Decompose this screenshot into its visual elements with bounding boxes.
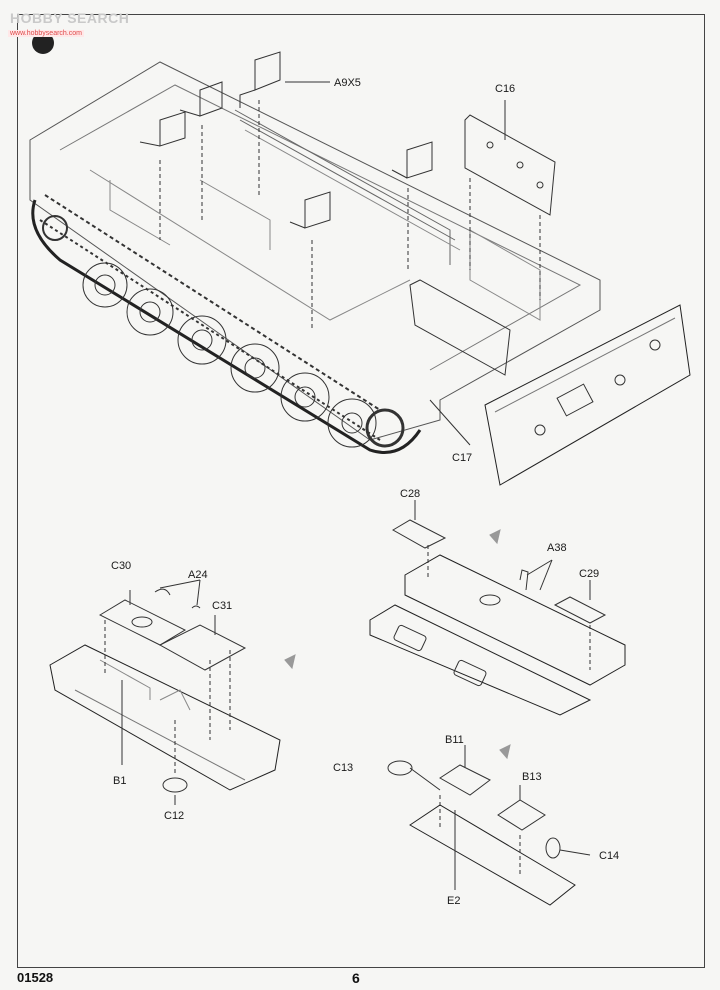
callout-c28: C28 — [400, 488, 421, 500]
callout-b13: B13 — [522, 771, 542, 783]
brand-logo-icon — [32, 32, 54, 54]
callout-a24: A24 — [188, 569, 208, 581]
hull-upper-assembly — [29, 51, 691, 486]
watermark-subtitle: www.hobbysearch.com — [8, 30, 84, 37]
callout-c30: C30 — [111, 560, 132, 572]
callout-b1: B1 — [113, 775, 127, 787]
watermark-title: HOBBY SEARCH — [10, 10, 130, 26]
floor-plate-assembly-right — [369, 500, 626, 716]
floor-plate-assembly-left — [49, 579, 296, 805]
seat-parts-a9 — [139, 51, 433, 330]
callout-e2: E2 — [447, 895, 461, 907]
page-number: 6 — [352, 970, 360, 986]
road-wheels — [42, 215, 405, 448]
callout-c16: C16 — [495, 83, 516, 95]
callout-a9x5: A9X5 — [334, 77, 361, 89]
watermark: HOBBY SEARCH www.hobbysearch.com — [4, 4, 164, 54]
callout-c31: C31 — [212, 600, 233, 612]
callout-a38: A38 — [547, 542, 567, 554]
callout-c29: C29 — [579, 568, 600, 580]
hatch-plate-assembly — [387, 744, 591, 906]
callout-c14: C14 — [599, 850, 620, 862]
part-c17-rear-plate — [429, 304, 691, 486]
part-c16-panel — [464, 100, 556, 300]
callout-c12: C12 — [164, 810, 185, 822]
kit-number: 01528 — [17, 970, 54, 985]
callout-b11: B11 — [445, 734, 464, 746]
page-frame — [17, 14, 705, 968]
callout-c17: C17 — [452, 452, 473, 464]
callout-c13: C13 — [333, 762, 354, 774]
